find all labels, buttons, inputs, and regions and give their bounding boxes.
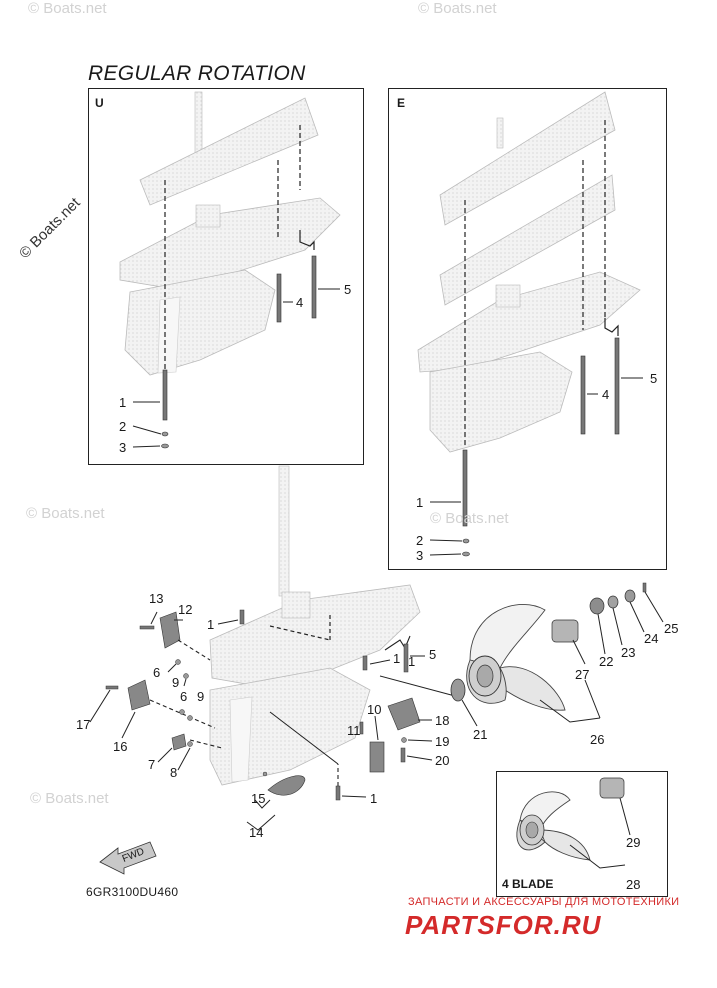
- callout-main-14: 14: [249, 825, 264, 840]
- callout-main-13: 13: [149, 591, 164, 606]
- callout-main-10: 10: [367, 702, 382, 717]
- callout-e-4: 4: [602, 387, 610, 402]
- watermark: © Boats.net: [430, 510, 509, 527]
- panel-4-blade: [496, 771, 668, 897]
- callout-main-26: 26: [590, 732, 605, 747]
- callout-u-5: 5: [344, 282, 352, 297]
- callout-e-2: 2: [416, 533, 424, 548]
- callout-e-3: 3: [416, 548, 424, 563]
- watermark: © Boats.net: [26, 505, 105, 522]
- propeller-hardware: [539, 582, 664, 723]
- callout-main-18: 18: [435, 713, 450, 728]
- callout-e-1: 1: [416, 495, 424, 510]
- callout-main-23: 23: [621, 645, 636, 660]
- blade-caption: 4 BLADE: [502, 877, 554, 891]
- brand-logo: PARTSFOR.RU: [405, 910, 602, 940]
- panel-e-parts: [429, 337, 643, 557]
- brand-subtitle: ЗАПЧАСТИ И АКСЕССУАРЫ ДЛЯ МОТОТЕХНИКИ: [408, 896, 680, 908]
- callout-main-1-bolt: 1: [408, 654, 416, 669]
- diagram-title: REGULAR ROTATION: [88, 62, 306, 85]
- callout-main-19: 19: [435, 734, 450, 749]
- watermark: © Boats.net: [418, 0, 497, 17]
- callout-main-1-middle: 1: [393, 651, 401, 666]
- callout-u-2: 2: [119, 419, 127, 434]
- fwd-arrow-icon: [99, 841, 157, 875]
- callout-u-3: 3: [119, 440, 127, 455]
- four-blade-propeller-illustration: [516, 777, 631, 869]
- callout-u-1: 1: [119, 395, 127, 410]
- callout-main-9: 9: [172, 675, 180, 690]
- callout-main-6: 6: [153, 665, 161, 680]
- callout-main-7: 7: [148, 757, 156, 772]
- callout-main-6-lower: 6: [180, 689, 188, 704]
- callout-main-1-lower: 1: [370, 791, 378, 806]
- callout-main-17: 17: [76, 717, 91, 732]
- callout-main-8: 8: [170, 765, 178, 780]
- callout-main-20: 20: [435, 753, 450, 768]
- main-small-parts: [89, 609, 478, 831]
- callout-e-5: 5: [650, 371, 658, 386]
- panel-e-letter: E: [397, 96, 406, 110]
- callout-main-5: 5: [429, 647, 437, 662]
- panel-u-letter: U: [95, 96, 104, 110]
- callout-main-27: 27: [575, 667, 590, 682]
- callout-u-4: 4: [296, 295, 304, 310]
- panel-u-parts: [132, 255, 340, 449]
- callout-main-15: 15: [251, 791, 266, 806]
- callout-main-16: 16: [113, 739, 128, 754]
- panel-e-lower-case-illustration: [417, 91, 641, 453]
- main-lower-case-illustration: [209, 465, 421, 786]
- callout-main-1-top: 1: [207, 617, 215, 632]
- propeller-illustration: [466, 604, 566, 711]
- callout-main-25: 25: [664, 621, 679, 636]
- callout-blade-29: 29: [626, 835, 641, 850]
- callout-main-11: 11: [347, 723, 361, 738]
- callout-main-12: 12: [178, 602, 193, 617]
- watermark: © Boats.net: [28, 0, 107, 17]
- callout-main-24: 24: [644, 631, 659, 646]
- callout-main-9-lower: 9: [197, 689, 205, 704]
- callout-main-21: 21: [473, 727, 488, 742]
- panel-u-lower-case-illustration: [119, 91, 341, 376]
- callout-blade-28: 28: [626, 877, 641, 892]
- callout-main-22: 22: [599, 654, 614, 669]
- watermark: © Boats.net: [30, 790, 109, 807]
- diagram-code: 6GR3100DU460: [86, 885, 179, 899]
